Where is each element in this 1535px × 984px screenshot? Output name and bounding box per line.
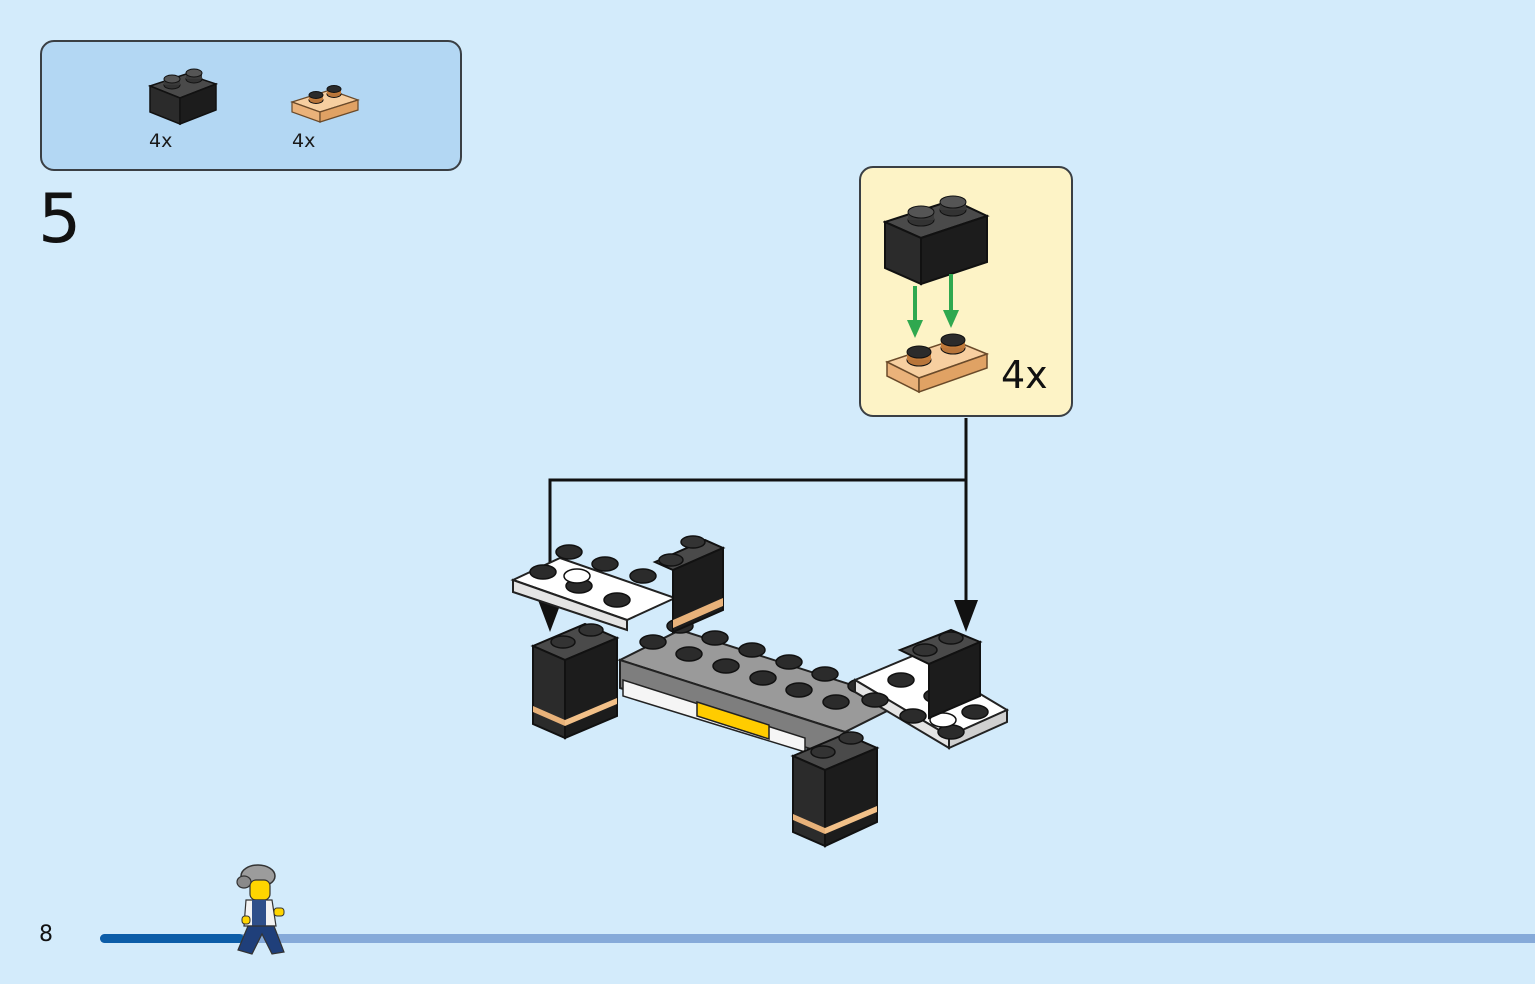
model-illustration	[505, 520, 1015, 854]
sub-plate-icon	[885, 328, 991, 402]
progress-bar	[100, 932, 1535, 943]
orange-plate-quantity: 4x	[292, 130, 316, 152]
sub-assembly-quantity: 4x	[1001, 353, 1048, 397]
green-down-arrow-icon	[905, 272, 965, 346]
parts-list-box: 4x 4x	[40, 40, 462, 171]
page-number: 8	[39, 922, 53, 947]
minifigure-icon	[234, 862, 290, 960]
orange-plate-icon	[290, 82, 360, 126]
black-brick-icon	[148, 66, 218, 128]
sub-assembly-box: 4x	[859, 166, 1073, 417]
progress-track	[100, 934, 1535, 943]
progress-fill	[100, 934, 244, 943]
black-brick-quantity: 4x	[149, 130, 173, 152]
sub-brick-icon	[882, 190, 991, 290]
step-number: 5	[38, 180, 82, 259]
